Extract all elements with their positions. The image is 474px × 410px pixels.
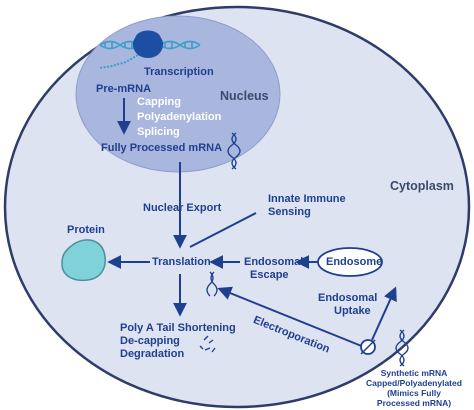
transcription-label: Transcription	[144, 66, 214, 78]
endosome-label: Endosome	[326, 256, 383, 268]
degradation-label-3: Degradation	[120, 348, 185, 360]
endosomal-escape-label-2: Escape	[250, 269, 289, 281]
degradation-label-2: De-capping	[120, 335, 180, 347]
fully-processed-mrna-label: Fully Processed mRNA	[101, 142, 223, 154]
degradation-label-1: Poly A Tail Shortening	[120, 322, 236, 334]
polyadenylation-label: Polyadenylation	[137, 111, 222, 123]
synthetic-mrna-icon	[395, 329, 409, 367]
cytoplasm-label: Cytoplasm	[390, 179, 454, 193]
endosome-bubble	[317, 247, 383, 277]
pre-mrna-label: Pre-mRNA	[96, 83, 152, 95]
nascent-rna-icon	[99, 54, 139, 69]
rna-polymerase-icon	[132, 30, 164, 58]
mrna-squiggle-translation-icon	[206, 271, 218, 297]
capping-label: Capping	[137, 96, 181, 108]
degraded-mrna-icon	[199, 335, 216, 353]
endosomal-uptake-arrow	[371, 286, 397, 341]
endosomal-uptake-label-1: Endosomal	[318, 292, 378, 304]
protein-label: Protein	[67, 224, 105, 236]
mrna-squiggle-icon	[227, 132, 241, 170]
synthetic-mrna-caption-1: Synthetic mRNA	[380, 368, 448, 378]
protein-blob-icon	[61, 239, 106, 282]
electroporation-arrow	[217, 286, 365, 348]
synthetic-mrna-caption-3: (Mimics Fully	[387, 388, 441, 398]
endosomal-escape-label-1: Endosomal	[244, 256, 304, 268]
innate-immune-label-1: Innate Immune	[268, 193, 346, 205]
splicing-label: Splicing	[137, 126, 180, 138]
synthetic-mrna-caption-2: Capped/Polyadenylated	[366, 378, 462, 388]
innate-immune-label-2: Sensing	[268, 206, 311, 218]
synthetic-mrna-caption-4: Processed mRNA)	[376, 398, 452, 408]
endosomal-uptake-label-2: Uptake	[334, 305, 371, 317]
nuclear-export-label: Nuclear Export	[143, 202, 222, 214]
innate-immune-connector	[189, 212, 257, 248]
nucleus-label: Nucleus	[220, 89, 269, 103]
translation-label: Translation	[152, 256, 211, 268]
pore-slash	[360, 339, 376, 355]
